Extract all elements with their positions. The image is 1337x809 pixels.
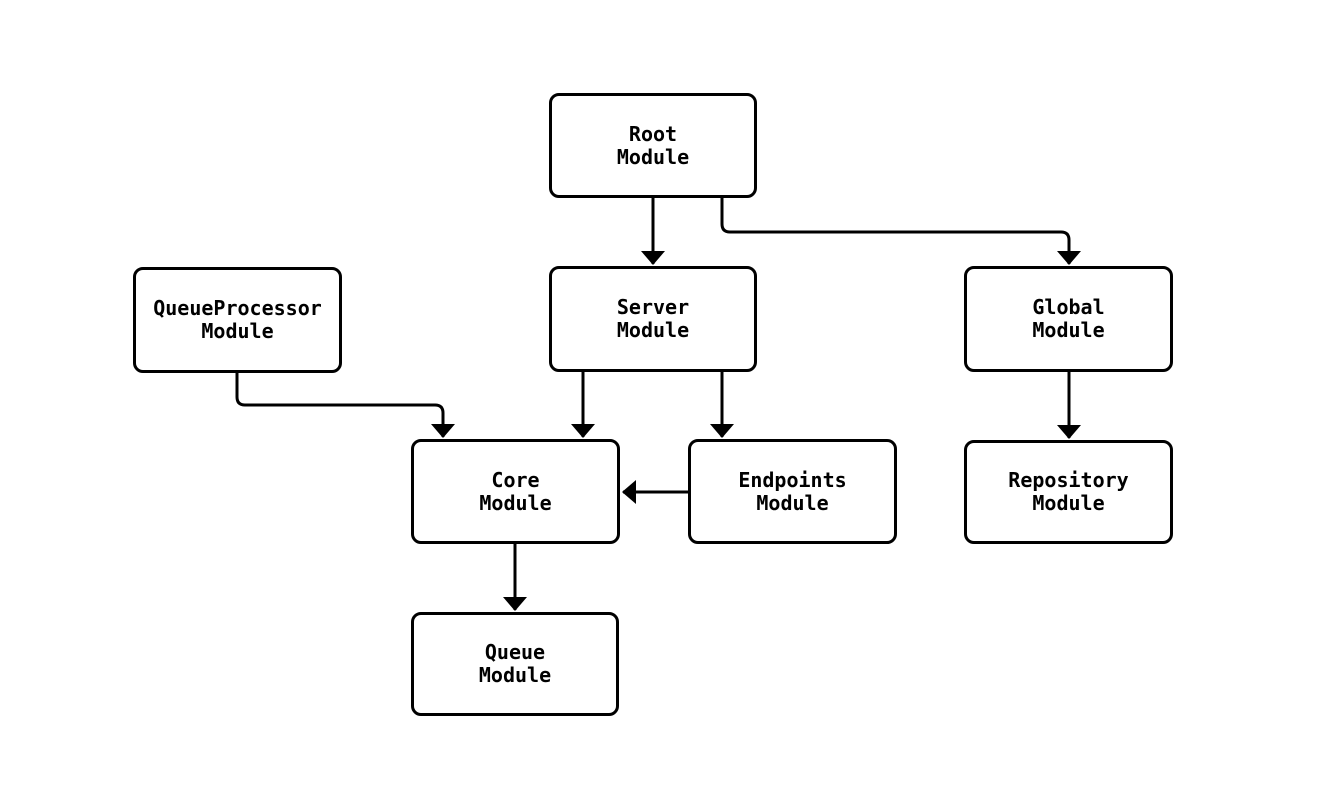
edge-queue-processor-to-core — [235, 373, 455, 438]
node-queue-processor-module: QueueProcessor Module — [133, 267, 342, 373]
node-repository-module: Repository Module — [964, 440, 1173, 544]
node-server-module: Server Module — [549, 266, 757, 372]
node-global-module: Global Module — [964, 266, 1173, 372]
node-queue-module: Queue Module — [411, 612, 619, 716]
node-core-module: Core Module — [411, 439, 620, 544]
node-root-module: Root Module — [549, 93, 757, 198]
edge-root-to-global — [720, 198, 1081, 265]
node-endpoints-module: Endpoints Module — [688, 439, 897, 544]
